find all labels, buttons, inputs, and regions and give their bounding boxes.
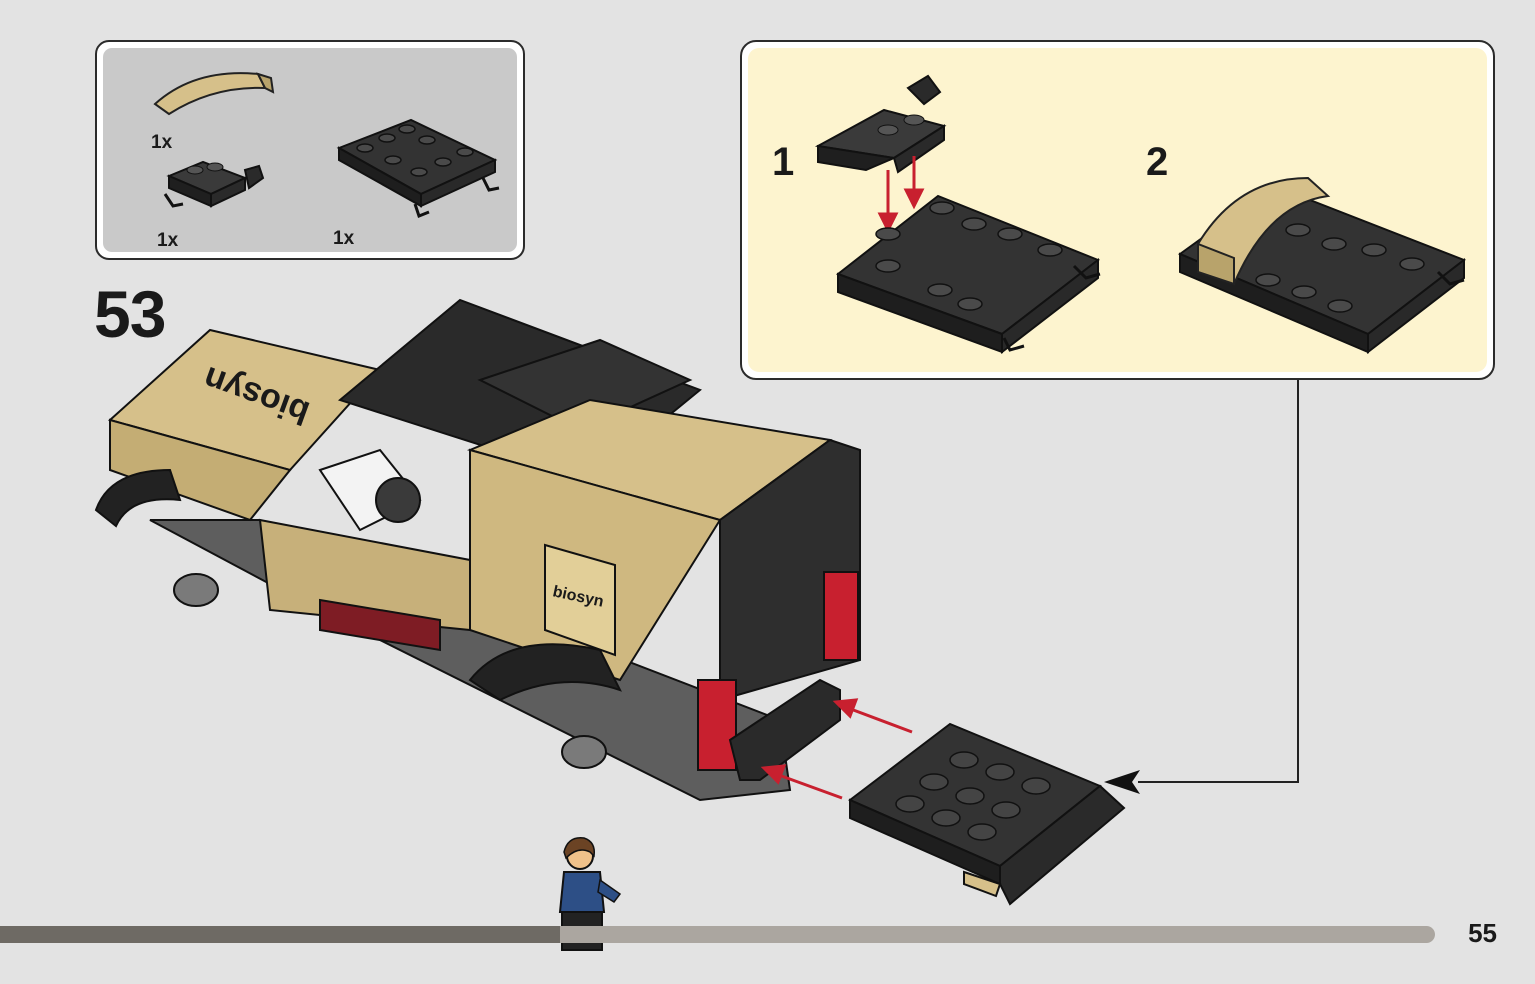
parts-callout: 1x 1x 1x [95, 40, 525, 260]
parts-illustrations [153, 72, 500, 218]
parts-callout-inner: 1x 1x 1x [103, 48, 517, 252]
vehicle-model-icon [94, 298, 861, 802]
sub-assembly-illustrations [814, 74, 1467, 355]
sub-assembly-callout: 1 2 [740, 40, 1495, 380]
plate-4x4-icon [835, 194, 1101, 355]
page-number: 55 [1468, 918, 1497, 948]
black-plate-with-clips-icon [163, 160, 265, 208]
sub-step-1-number: 1 [772, 140, 795, 184]
sub-assembly-inner: 1 2 [748, 48, 1487, 372]
assembled-plate-icon [1177, 176, 1467, 355]
attach-arrows-icon [760, 698, 913, 800]
black-plate-4x4-with-clips-icon [336, 118, 500, 218]
tailgate-plate-icon [848, 722, 1126, 906]
part-qty-2: 1x [157, 230, 179, 251]
part-qty-3: 1x [333, 228, 355, 249]
progress-track [0, 926, 1435, 943]
part-qty-1: 1x [151, 132, 173, 153]
clip-plate-icon [814, 74, 947, 174]
tan-curved-slope-icon [153, 72, 275, 116]
red-arrow-icon [877, 156, 925, 234]
step-number: 53 [94, 277, 166, 351]
progress-fill [0, 926, 560, 943]
sub-step-2-number: 2 [1146, 140, 1169, 184]
